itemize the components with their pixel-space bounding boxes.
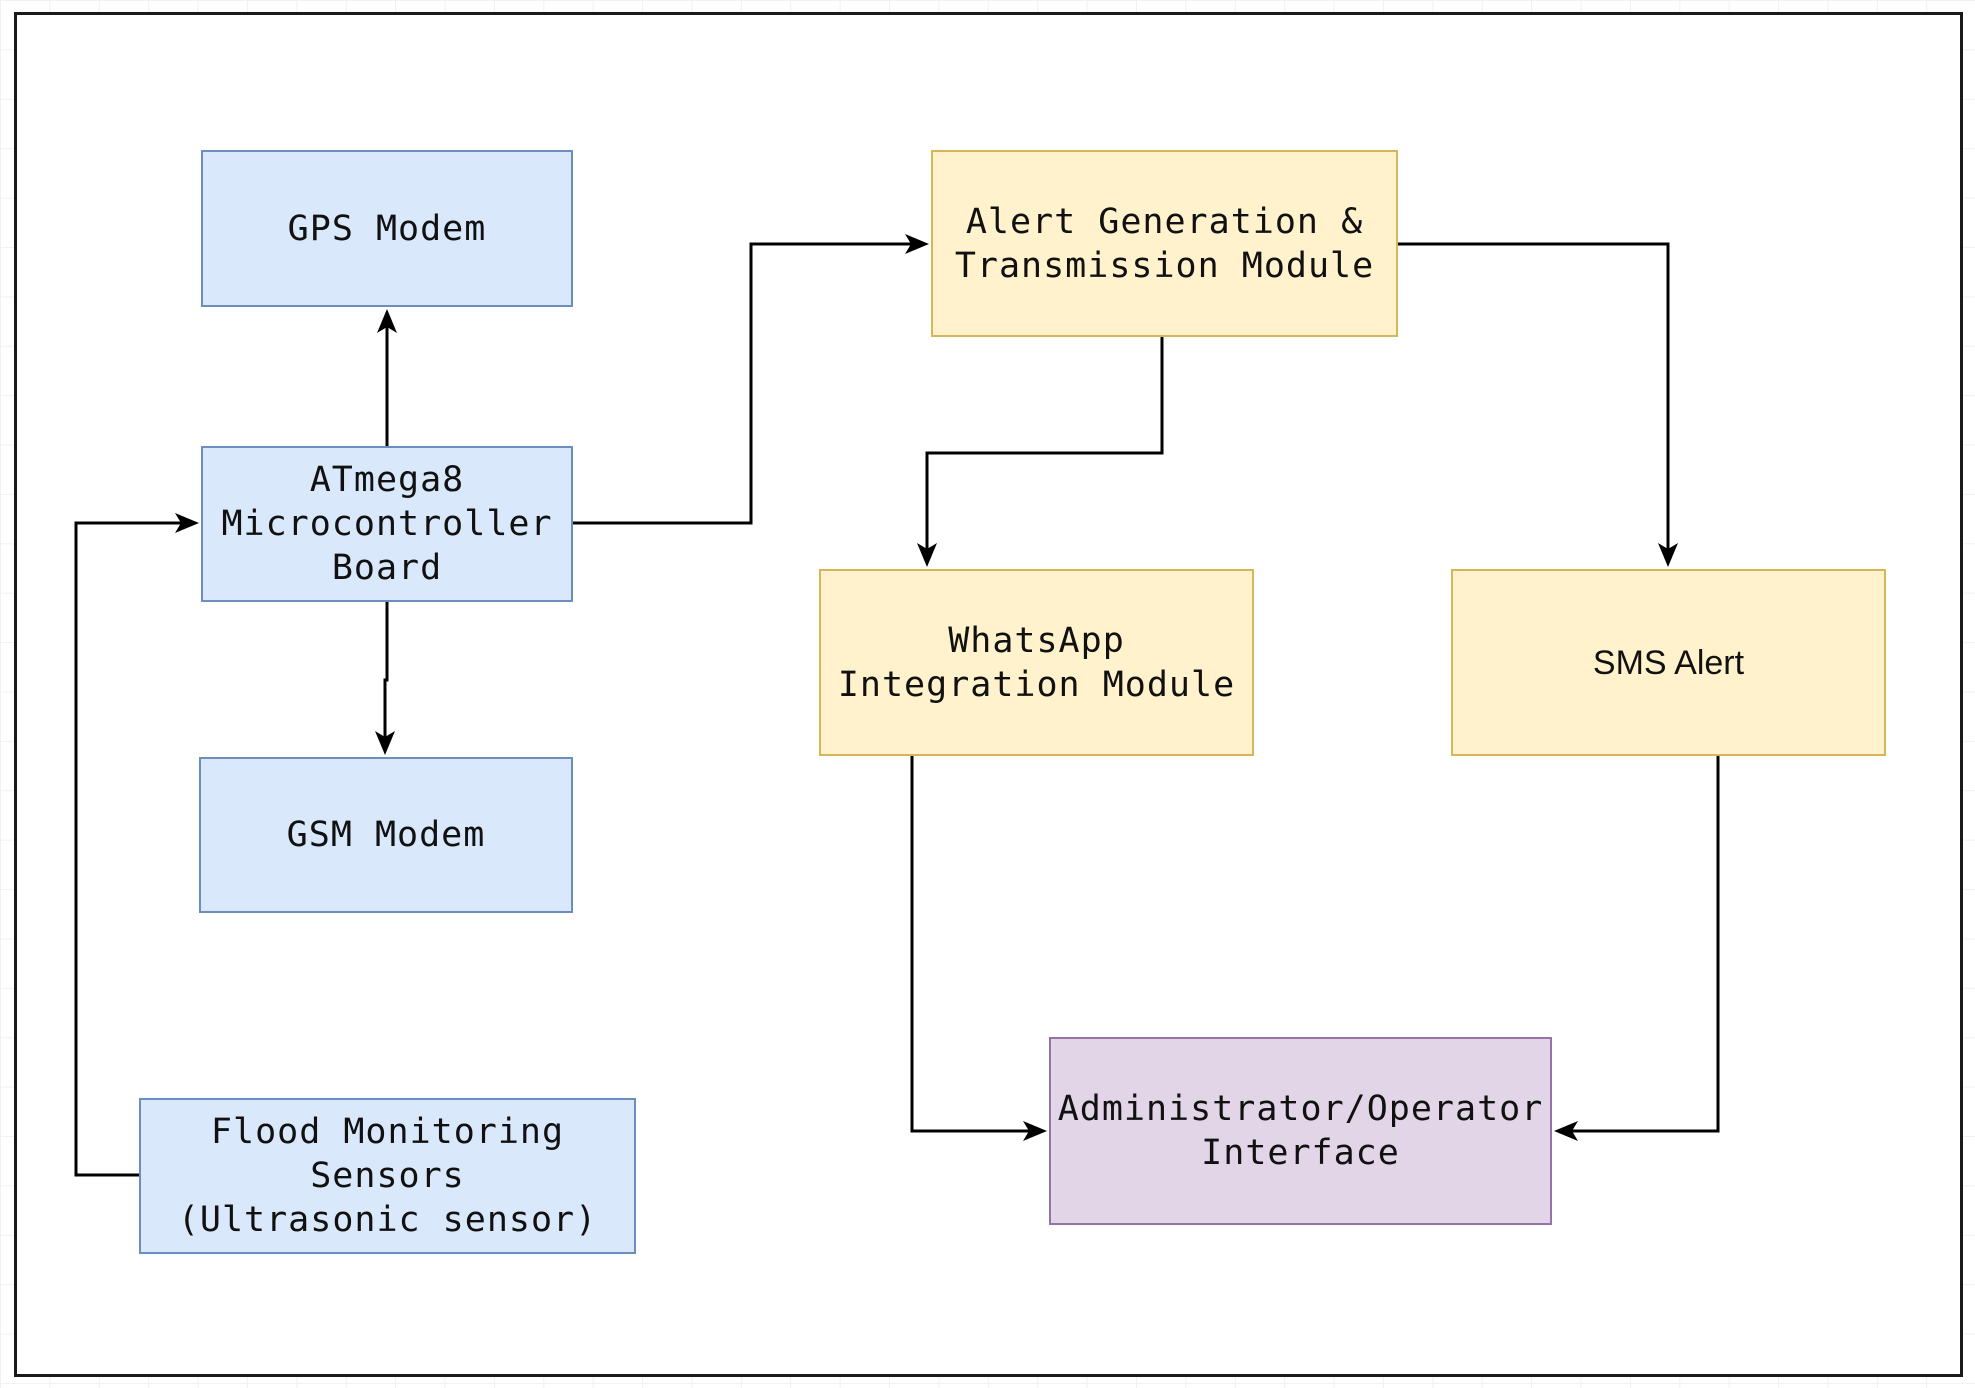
edge-atmega-to-alert-arrow	[905, 234, 929, 254]
node-gps-modem[interactable]: GPS Modem	[201, 150, 573, 307]
node-flood-monitoring-sensors[interactable]: Flood Monitoring Sensors (Ultrasonic sen…	[139, 1098, 636, 1254]
edge-atmega-to-alert	[573, 242, 916, 525]
edge-flood-to-atmega-arrow	[175, 513, 199, 533]
edge-alert-to-sms-arrow	[1658, 543, 1678, 567]
edge-whatsapp-to-admin	[910, 756, 1034, 1133]
edge-alert-to-whatsapp	[925, 337, 1164, 554]
edge-sms-to-admin-arrow	[1554, 1121, 1578, 1141]
node-whatsapp-integration-module[interactable]: WhatsApp Integration Module	[819, 569, 1254, 756]
node-sms-alert[interactable]: SMS Alert	[1451, 569, 1886, 756]
node-gsm-modem[interactable]: GSM Modem	[199, 757, 573, 913]
edge-alert-to-whatsapp-arrow	[917, 543, 937, 567]
node-atmega8-microcontroller-board[interactable]: ATmega8 Microcontroller Board	[201, 446, 573, 602]
edge-flood-to-atmega	[74, 521, 186, 1177]
edge-atmega-to-gps-arrow	[377, 309, 397, 333]
edge-sms-to-admin	[1567, 756, 1720, 1133]
edge-atmega-to-gsm	[383, 602, 389, 742]
edge-alert-to-sms	[1398, 242, 1670, 554]
node-administrator-operator-interface[interactable]: Administrator/Operator Interface	[1049, 1037, 1552, 1225]
node-alert-generation-transmission-module[interactable]: Alert Generation & Transmission Module	[931, 150, 1398, 337]
edge-atmega-to-gsm-arrow	[375, 731, 395, 755]
edge-whatsapp-to-admin-arrow	[1023, 1121, 1047, 1141]
